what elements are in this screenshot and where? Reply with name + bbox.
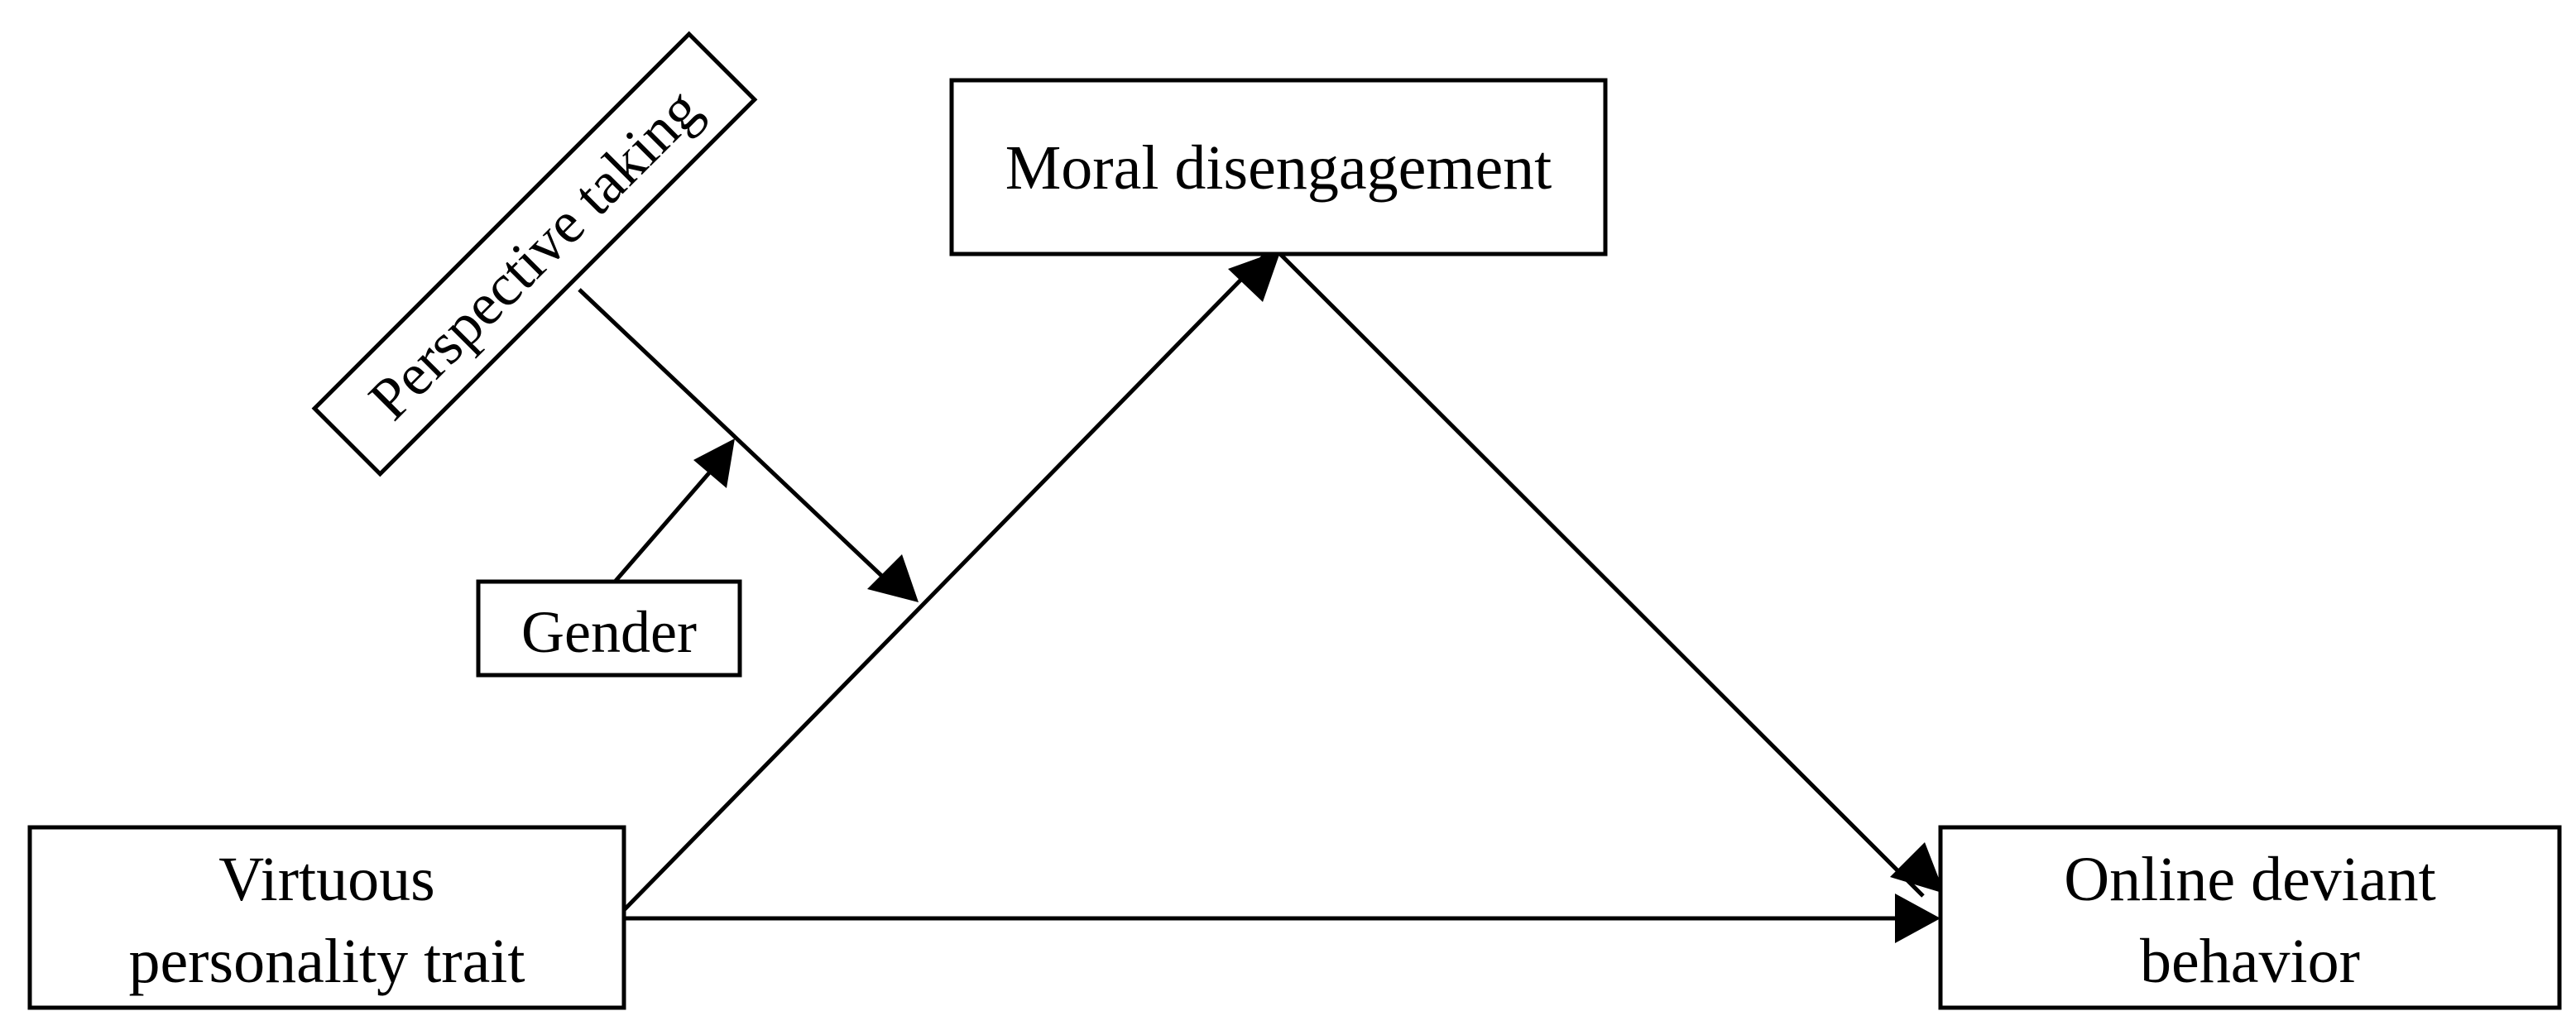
online-deviant-label-line2: behavior bbox=[2140, 927, 2360, 996]
node-online-deviant-behavior: Online deviant behavior bbox=[1938, 825, 2562, 1010]
moral-disengagement-label: Moral disengagement bbox=[1005, 133, 1552, 203]
node-perspective-taking: Perspective taking bbox=[311, 31, 758, 477]
arrowhead-perspective bbox=[867, 554, 919, 602]
arrowhead-online-top bbox=[1890, 842, 1945, 894]
virtuous-trait-label-line1: Virtuous bbox=[218, 845, 434, 914]
node-gender: Gender bbox=[476, 579, 742, 678]
arrowhead-moral bbox=[1228, 250, 1281, 302]
arrow-gender-to-moderation bbox=[614, 462, 719, 582]
perspective-taking-label: Perspective taking bbox=[356, 75, 712, 432]
arrow-virtuous-to-moral bbox=[622, 252, 1268, 912]
node-virtuous-personality-trait: Virtuous personality trait bbox=[27, 825, 626, 1010]
arrowhead-online-direct bbox=[1895, 894, 1940, 943]
arrow-perspective-to-path bbox=[578, 288, 891, 585]
virtuous-trait-label-line2: personality trait bbox=[128, 927, 525, 996]
arrows bbox=[578, 250, 1945, 943]
arrow-moral-to-online bbox=[1278, 252, 1925, 898]
node-moral-disengagement: Moral disengagement bbox=[949, 78, 1608, 256]
online-deviant-label-line1: Online deviant bbox=[2064, 845, 2436, 914]
arrowhead-gender bbox=[693, 438, 735, 488]
gender-label: Gender bbox=[521, 599, 697, 665]
